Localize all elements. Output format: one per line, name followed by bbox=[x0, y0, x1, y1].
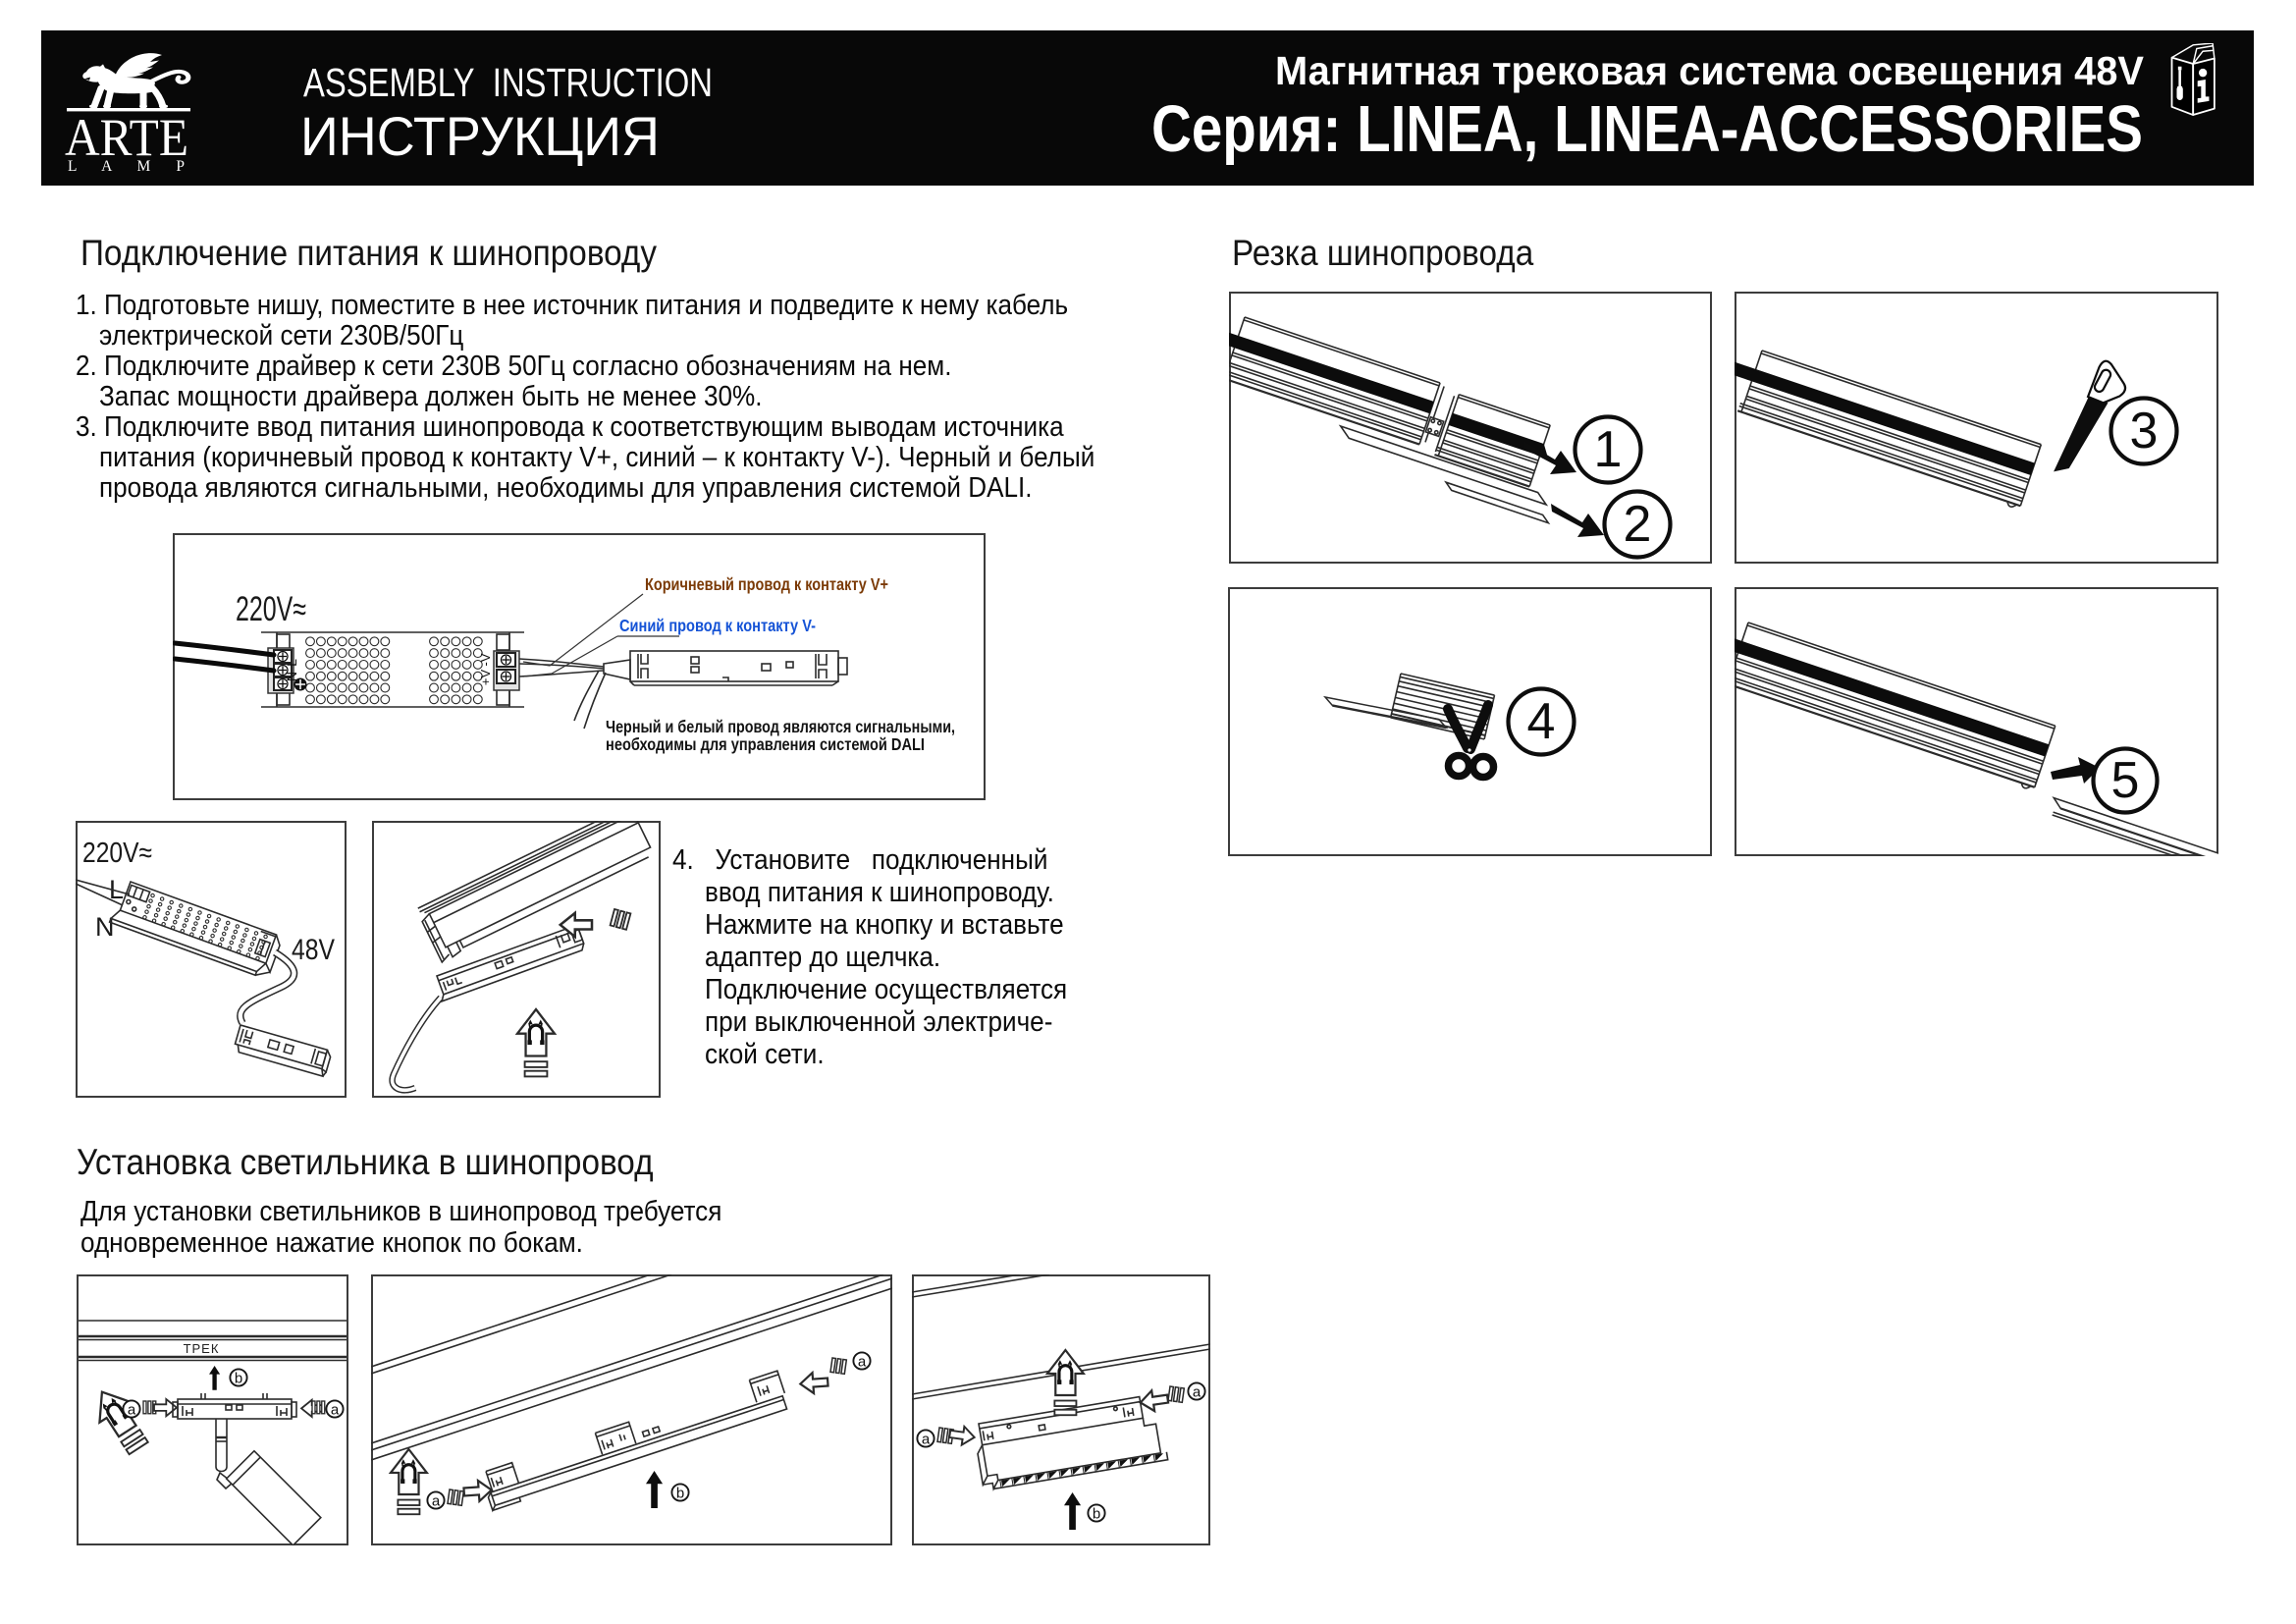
svg-text:1: 1 bbox=[1594, 421, 1623, 478]
svg-text:4: 4 bbox=[1527, 693, 1556, 750]
svg-text:N: N bbox=[95, 912, 115, 942]
svg-text:ARTE: ARTE bbox=[65, 108, 188, 167]
svg-text:Черный и белый провод являются: Черный и белый провод являются сигнальны… bbox=[606, 717, 955, 736]
svg-text:48V: 48V bbox=[292, 934, 335, 966]
svg-text:L: L bbox=[284, 659, 299, 667]
svg-text:Серия: LINEA, LINEA-ACCESSORIE: Серия: LINEA, LINEA-ACCESSORIES bbox=[1151, 92, 2143, 166]
svg-text:необходимы для управления сист: необходимы для управления системой DALI bbox=[606, 734, 925, 754]
svg-text:Синий провод к контакту V-: Синий провод к контакту V- bbox=[619, 616, 816, 635]
svg-text:220V≈: 220V≈ bbox=[236, 590, 306, 628]
svg-text:2: 2 bbox=[1624, 496, 1652, 553]
svg-text:3: 3 bbox=[2130, 403, 2159, 460]
svg-text:N: N bbox=[284, 672, 299, 681]
svg-text:L: L bbox=[109, 875, 124, 904]
svg-text:ТРЕК: ТРЕК bbox=[184, 1341, 220, 1356]
svg-text:Коричневый провод к контакту V: Коричневый провод к контакту V+ bbox=[645, 574, 888, 594]
svg-text:Магнитная трековая система осв: Магнитная трековая система освещения 48V bbox=[1275, 48, 2145, 93]
svg-text:ИНСТРУКЦИЯ: ИНСТРУКЦИЯ bbox=[300, 105, 660, 167]
svg-text:+V: +V bbox=[478, 670, 493, 686]
svg-text:220V≈: 220V≈ bbox=[82, 838, 152, 869]
svg-text:-V: -V bbox=[478, 653, 493, 666]
svg-text:ASSEMBLY INSTRUCTION: ASSEMBLY INSTRUCTION bbox=[303, 60, 713, 105]
svg-text:5: 5 bbox=[2111, 752, 2140, 809]
